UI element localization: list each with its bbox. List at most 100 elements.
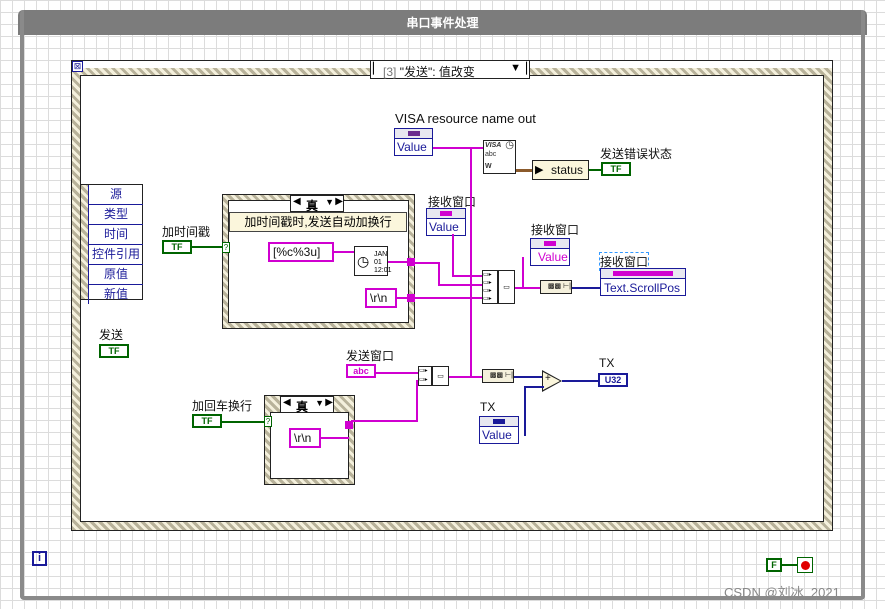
case-selector-terminal: ? [222, 242, 230, 253]
send-window-terminal-text: abc [353, 366, 369, 376]
string-length-node[interactable]: ▩▩ ⊢| [540, 280, 572, 294]
event-data-item[interactable]: 新值 [103, 287, 128, 301]
wire-error [516, 169, 532, 172]
tunnel-2 [407, 294, 415, 302]
wire-concat2-out [449, 376, 484, 378]
wire-tx-in-h [524, 386, 544, 388]
newline-const-timestamp[interactable]: \r\n [365, 288, 397, 308]
format-string-const[interactable]: [%c%3u] [268, 242, 334, 262]
send-button-label: 发送 [99, 328, 124, 342]
wire-crlf-bool [222, 421, 265, 423]
visa-write-node[interactable]: VISA abc ◷ W [483, 140, 516, 174]
scroll-icon-bar [613, 271, 673, 276]
send-window-terminal[interactable]: abc [346, 364, 376, 378]
concat2-node[interactable]: ▭▸▭▸ [418, 366, 432, 386]
newline-const-crlf[interactable]: \r\n [289, 428, 321, 448]
info-icon[interactable]: i [32, 551, 47, 566]
tx-property-header [480, 417, 518, 427]
receive-window-property[interactable]: Value [426, 208, 466, 236]
event-selector[interactable]: ▏ [3] "发送": 值改变 ▼ ▕ [370, 60, 530, 79]
visa-property-value: Value [397, 140, 427, 154]
receive-window-property-header [427, 209, 465, 219]
stop-const-terminal[interactable]: F [766, 558, 782, 572]
wire-add-out [562, 380, 599, 382]
concat-output-node[interactable]: ▭ [498, 270, 515, 304]
add-timestamp-terminal[interactable]: TF [162, 240, 192, 254]
wire-status [589, 169, 601, 171]
add-timestamp-label: 加时间戳 [162, 225, 211, 239]
tunnel-3 [345, 421, 353, 429]
event-data-items: 源 类型 时间 控件引用 原值 新值 [88, 185, 143, 304]
event-data-item[interactable]: 时间 [89, 225, 143, 245]
case-left-arrow-icon[interactable]: ◀ [283, 397, 291, 408]
wire-crlf-nl [321, 437, 349, 439]
event-index: [3] [383, 65, 397, 79]
stop-condition-dot-icon [801, 561, 810, 570]
string-length2-node[interactable]: ▩▩ ⊢| [482, 369, 514, 383]
tx-indicator-terminal[interactable]: U32 [598, 373, 628, 387]
wire-ts-in [438, 284, 482, 286]
case-crlf-selector[interactable]: ◀ 真 ▼ ▶ [280, 396, 334, 414]
event-structure-corner-icon: ⊠ [72, 61, 83, 72]
tunnel-1 [407, 258, 415, 266]
case-crlf-selector-terminal: ? [264, 416, 272, 427]
case-left-arrow-icon[interactable]: ◀ [293, 196, 301, 207]
case-right-arrow-icon[interactable]: ▶ [325, 397, 333, 408]
event-data-item[interactable]: 控件引用 [89, 245, 143, 265]
case-crlf-value: 真 [296, 400, 309, 414]
watermark: CSDN @刘冰_2021 [724, 585, 840, 600]
receive-window-property-value: Value [429, 220, 459, 234]
error-indicator-terminal[interactable]: TF [601, 162, 631, 176]
tx-property-label: TX [480, 400, 496, 414]
case-timestamp-value: 真 [306, 199, 319, 213]
visa-icon-bar [408, 131, 420, 136]
concat-input: ▭▸ [483, 296, 492, 302]
case-right-arrow-icon[interactable]: ▶ [335, 196, 343, 207]
event-data-node[interactable]: 源 类型 时间 控件引用 原值 新值 [80, 184, 143, 304]
add-crlf-terminal[interactable]: TF [192, 414, 222, 428]
concatenate-node[interactable]: ▭▸▭▸▭▸▭▸ [482, 270, 498, 304]
receive-write-icon-bar [544, 241, 556, 246]
visa-property[interactable]: Value [394, 128, 433, 156]
chevron-down-icon[interactable]: ▼ [510, 62, 521, 74]
concat2-output-node[interactable]: ▭ [432, 366, 449, 386]
chevron-down-icon[interactable]: ▼ [315, 398, 324, 408]
tx-icon-bar [493, 419, 505, 424]
selector-left-arrow-icon[interactable]: ▏ [373, 63, 382, 75]
event-data-item[interactable]: 原值 [89, 265, 143, 285]
event-data-item[interactable]: 源 [89, 185, 143, 205]
wire-crlf-up [416, 380, 418, 422]
wire-crlf-right [351, 420, 416, 422]
case-timestamp-description: 加时间戳时,发送自动加换行 [244, 215, 392, 229]
unbundle-status[interactable]: ▶ status [532, 160, 589, 180]
visa-label: VISA resource name out [395, 111, 536, 126]
receive-window-write-property[interactable]: Value [530, 238, 570, 266]
wire-send [376, 372, 418, 374]
write-icon: W [485, 163, 492, 170]
wire-stop [782, 564, 798, 566]
selector-right-arrow-icon[interactable]: ▕ [518, 63, 527, 75]
clock-icon: ◷ [505, 140, 514, 151]
stop-const-text: F [771, 560, 777, 570]
wire-nl-in [415, 297, 482, 299]
chevron-down-icon[interactable]: ▼ [325, 197, 334, 207]
wire-ts-down [438, 262, 440, 285]
tx-property[interactable]: Value [479, 416, 519, 444]
wire-length-out [572, 287, 602, 289]
wire-visa-down [470, 147, 472, 377]
wire-length2-out [514, 376, 544, 378]
stop-condition-icon[interactable] [797, 557, 813, 573]
event-data-node-stripe [81, 185, 88, 299]
wire-recv-down [452, 234, 454, 276]
tx-indicator-terminal-text: U32 [604, 375, 622, 385]
window-frame [20, 10, 865, 600]
event-data-item[interactable]: 类型 [89, 205, 143, 225]
case-timestamp-selector[interactable]: ◀ 真 ▼ ▶ [290, 195, 344, 213]
send-button-terminal[interactable]: TF [99, 344, 129, 358]
wire-tx-in [524, 386, 526, 436]
visa-write-text: VISA [485, 142, 502, 149]
wire-concat-out [515, 287, 540, 289]
wire-concat-up [522, 257, 524, 288]
receive-window-scroll-property[interactable]: Text.ScrollPos [600, 268, 686, 296]
